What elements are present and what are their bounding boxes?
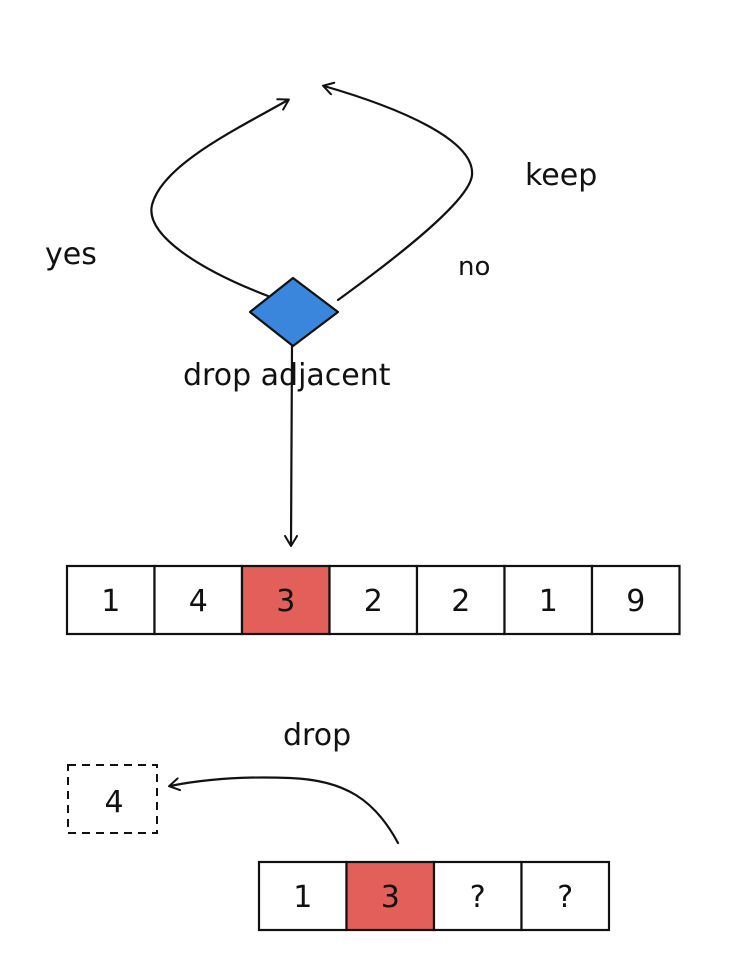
main-array: 1 4 3 2 2 1 9 [65, 564, 681, 636]
dropped-cell-value: 4 [104, 785, 123, 820]
down-arrow [284, 344, 299, 547]
main-array-cell-value: 1 [539, 584, 558, 619]
main-array-cell-value: 2 [364, 584, 383, 619]
main-array-cell-value: 2 [451, 584, 470, 619]
result-array-cell-value: 1 [293, 880, 312, 915]
result-array-cell: 1 [257, 860, 348, 932]
label-drop-adjacent: drop adjacent [183, 358, 391, 393]
main-array-cell: 1 [65, 564, 156, 636]
result-array: 1 3?? [257, 860, 611, 932]
main-array-cell: 4 [153, 564, 244, 636]
label-no: no [458, 252, 490, 282]
result-array-cell: ? [520, 860, 611, 932]
result-array-cell-highlight-box [345, 860, 436, 932]
dropped-cell-box [67, 764, 158, 834]
main-array-cell-box [590, 564, 681, 636]
main-array-cell: 9 [590, 564, 681, 636]
main-array-cell-box [153, 564, 244, 636]
result-array-cell-value: 3 [381, 880, 400, 915]
main-array-cell: 1 [503, 564, 594, 636]
main-array-cell-highlight-box [240, 564, 331, 636]
result-array-cell-value: ? [470, 880, 486, 915]
label-drop: drop [283, 718, 351, 753]
label-keep: keep [525, 158, 597, 193]
main-array-cell: 2 [415, 564, 506, 636]
main-array-cell: 3 [240, 564, 331, 636]
main-array-cell: 2 [328, 564, 419, 636]
drop-arrow [168, 776, 400, 845]
result-array-cell: ? [432, 860, 523, 932]
result-array-cell-value: ? [557, 880, 573, 915]
result-array-cell-box [520, 860, 611, 932]
label-yes: yes [45, 237, 97, 272]
decision-diamond [248, 276, 340, 348]
main-array-cell-value: 1 [101, 584, 120, 619]
dropped-cell: 4 [67, 764, 158, 834]
no-loop-arrow [322, 81, 474, 302]
main-array-cell-value: 4 [189, 584, 208, 619]
yes-loop-arrow [150, 98, 290, 298]
main-array-cell-value: 3 [276, 584, 295, 619]
result-array-cell: 3 [345, 860, 436, 932]
main-array-cell-value: 9 [626, 584, 645, 619]
